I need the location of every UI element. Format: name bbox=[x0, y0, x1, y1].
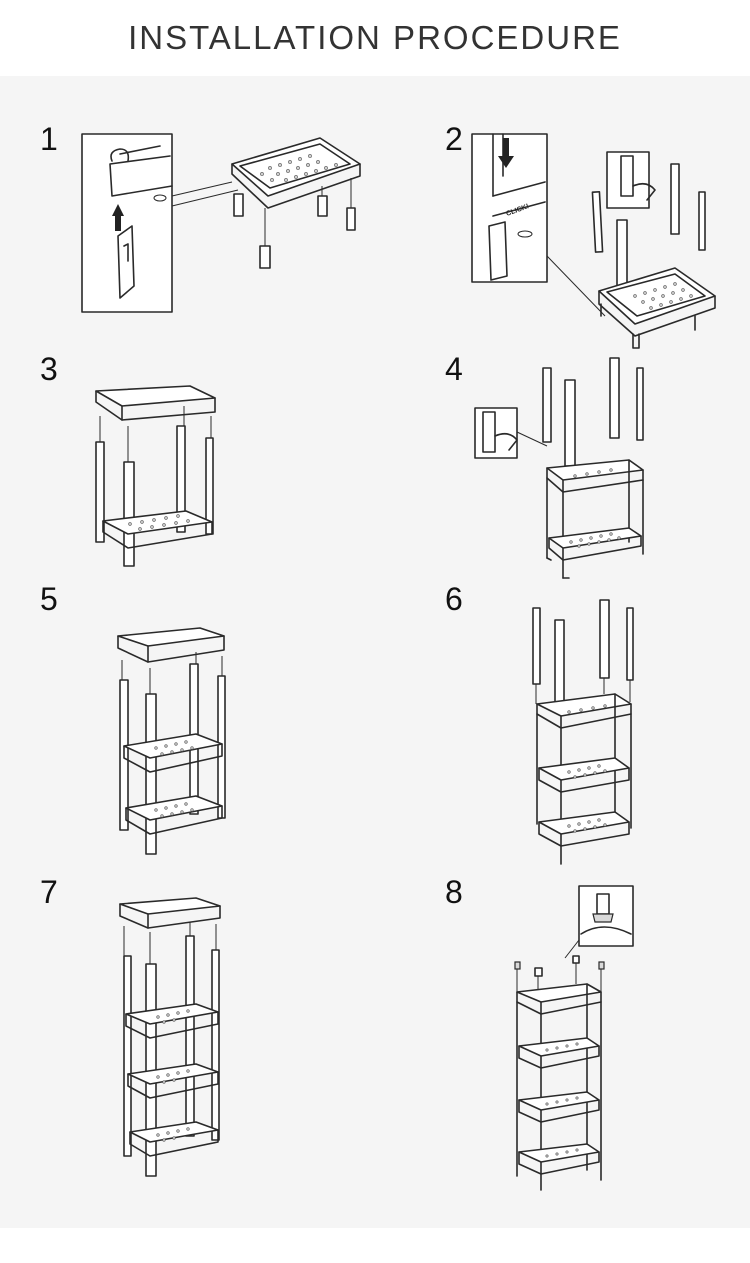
instruction-panel: 1 bbox=[0, 76, 750, 1228]
hand-press-icon bbox=[474, 407, 518, 459]
step-2: 2 CLICK! bbox=[375, 116, 750, 406]
leg-pole-icon bbox=[474, 357, 644, 579]
step-5: 5 bbox=[0, 576, 375, 866]
tray-holes bbox=[260, 154, 338, 182]
page-title: INSTALLATION PROCEDURE bbox=[128, 19, 622, 56]
step-number: 3 bbox=[40, 351, 58, 387]
step-number: 8 bbox=[445, 874, 463, 910]
step-number: 1 bbox=[40, 121, 58, 157]
step-6: 6 bbox=[375, 576, 750, 866]
snap-click-callout-icon: CLICK! bbox=[471, 133, 716, 349]
step-7: 7 bbox=[0, 874, 375, 1177]
step-4: 4 bbox=[375, 346, 750, 636]
step-8: 8 bbox=[375, 874, 750, 1191]
shelf-tray-icon bbox=[81, 133, 361, 313]
step-number: 7 bbox=[40, 874, 58, 910]
shelf-tray-icon bbox=[119, 897, 221, 1177]
foot-cap-icon bbox=[514, 885, 634, 1191]
step-number: 4 bbox=[445, 351, 463, 387]
leg-pole-icon bbox=[532, 599, 634, 865]
step-number: 2 bbox=[445, 121, 463, 157]
step-3: 3 bbox=[0, 346, 375, 636]
shelf-tray-icon bbox=[95, 385, 216, 567]
step-number: 6 bbox=[445, 581, 463, 617]
step-number: 5 bbox=[40, 581, 58, 617]
step-1: 1 bbox=[0, 116, 375, 406]
shelf-tray-icon bbox=[117, 627, 226, 855]
